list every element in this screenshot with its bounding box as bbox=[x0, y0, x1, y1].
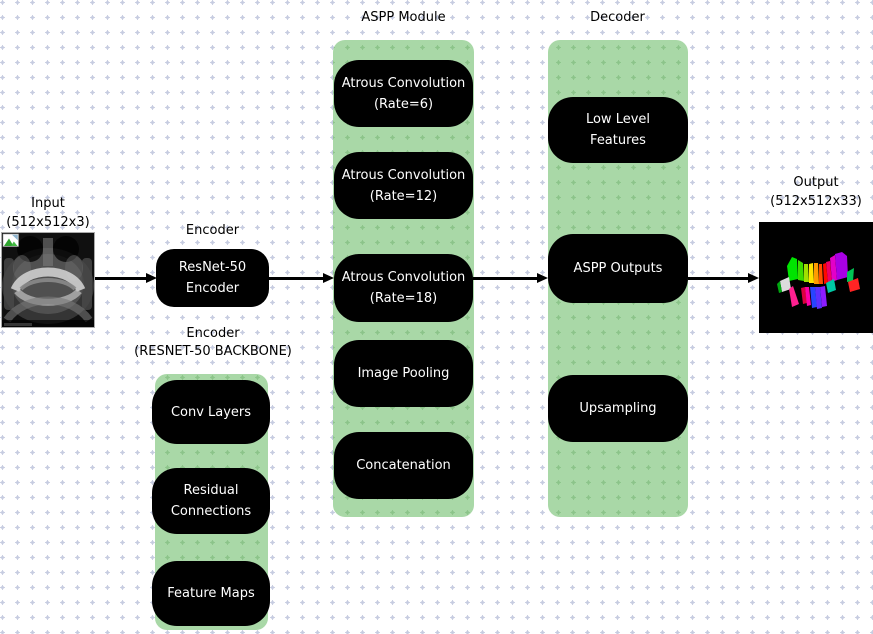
arrow-encoder-to-aspp[interactable] bbox=[269, 273, 334, 283]
arrow-decoder-to-output[interactable] bbox=[688, 273, 759, 283]
arrowhead-icon bbox=[323, 273, 334, 283]
input-dimensions: (512x512x3) bbox=[6, 215, 90, 230]
node-label: Conv Layers bbox=[170, 404, 252, 420]
node-label: Feature Maps bbox=[167, 586, 255, 601]
node-label: ASPP Outputs bbox=[573, 261, 663, 276]
arrowhead-icon bbox=[748, 273, 759, 283]
output-segmentation-image[interactable] bbox=[759, 222, 873, 333]
node-label: Image Pooling bbox=[357, 366, 450, 381]
node-image-pooling[interactable]: Image Pooling bbox=[334, 340, 473, 407]
node-resnet50-encoder[interactable]: ResNet-50 Encoder bbox=[156, 249, 269, 307]
node-label: Concatenation bbox=[356, 458, 451, 473]
node-upsampling[interactable]: Upsampling bbox=[548, 375, 688, 442]
node-conv-layers[interactable]: Conv Layers bbox=[152, 380, 270, 444]
aspp-module-caption: ASPP Module bbox=[361, 10, 446, 25]
arrow-aspp-to-decoder[interactable] bbox=[473, 273, 548, 283]
node-residual-connections[interactable]: Residual Connections bbox=[152, 468, 270, 534]
node-feature-maps[interactable]: Feature Maps bbox=[152, 561, 270, 626]
arrowhead-icon bbox=[146, 273, 157, 283]
decoder-caption: Decoder bbox=[590, 10, 645, 25]
node-atrous-convolution-rate6[interactable]: Atrous Convolution (Rate=6) bbox=[334, 60, 473, 127]
node-label: Residual Connections bbox=[170, 483, 252, 519]
input-xray-image[interactable] bbox=[1, 232, 95, 328]
segmentation-graphic bbox=[759, 222, 873, 333]
node-atrous-convolution-rate18[interactable]: Atrous Convolution (Rate=18) bbox=[334, 254, 473, 322]
arrow-input-to-encoder[interactable] bbox=[95, 273, 157, 283]
node-label: Atrous Convolution (Rate=18) bbox=[341, 270, 466, 306]
node-atrous-convolution-rate12[interactable]: Atrous Convolution (Rate=12) bbox=[334, 152, 473, 219]
encoder-caption: Encoder bbox=[185, 223, 240, 238]
output-title: Output bbox=[793, 175, 839, 190]
backbone-caption-line1: Encoder bbox=[186, 326, 240, 341]
arrow-shaft bbox=[95, 276, 148, 280]
node-concatenation[interactable]: Concatenation bbox=[334, 432, 473, 499]
arrow-shaft bbox=[473, 276, 539, 280]
panoramic-xray-graphic bbox=[1, 232, 95, 328]
node-label: Atrous Convolution (Rate=6) bbox=[341, 75, 466, 112]
node-label: Atrous Convolution (Rate=12) bbox=[341, 167, 466, 204]
node-aspp-outputs[interactable]: ASPP Outputs bbox=[548, 234, 688, 303]
node-label: Upsampling bbox=[579, 401, 657, 416]
output-dimensions: (512x512x33) bbox=[770, 194, 862, 209]
arrow-shaft bbox=[688, 276, 750, 280]
node-label: Low Level Features bbox=[585, 112, 651, 148]
input-title: Input bbox=[31, 196, 65, 211]
node-label: ResNet-50 Encoder bbox=[178, 260, 247, 296]
node-low-level-features[interactable]: Low Level Features bbox=[548, 97, 688, 163]
backbone-caption-line2: (RESNET-50 BACKBONE) bbox=[134, 344, 292, 359]
arrowhead-icon bbox=[537, 273, 548, 283]
image-placeholder-icon bbox=[2, 233, 19, 247]
arrow-shaft bbox=[269, 276, 325, 280]
